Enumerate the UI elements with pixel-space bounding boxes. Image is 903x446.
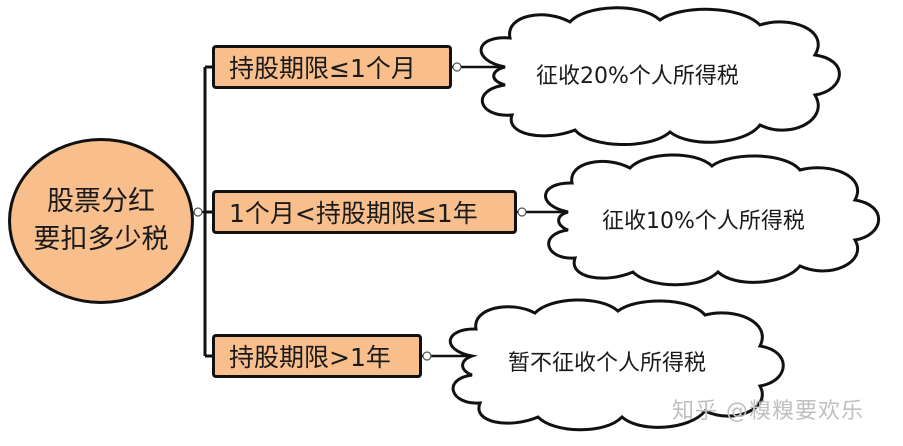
branch-label: 持股期限≤1个月 xyxy=(229,54,416,83)
branch-node-1: 持股期限≤1个月 xyxy=(212,45,452,89)
branch-label: 1个月<持股期限≤1年 xyxy=(229,199,478,228)
root-title-line1: 股票分红 xyxy=(47,186,155,217)
cloud-shape-1 xyxy=(479,6,841,147)
root-connector-dot xyxy=(193,207,203,217)
cloud-result-3: 暂不征收个人所得税 xyxy=(508,351,707,376)
cloud-shape-2 xyxy=(544,153,881,287)
cloud-shape-3 xyxy=(448,298,785,432)
branch-node-2: 1个月<持股期限≤1年 xyxy=(212,190,517,234)
cloud-result-2: 征收10%个人所得税 xyxy=(602,209,805,234)
branch-label: 持股期限>1年 xyxy=(229,343,391,372)
branch-node-3: 持股期限>1年 xyxy=(212,334,422,378)
cloud-result-1: 征收20%个人所得税 xyxy=(536,64,739,89)
watermark: 知乎 @糗糗要欢乐 xyxy=(672,399,864,424)
root-title-line2: 要扣多少税 xyxy=(33,224,169,255)
root-node: 股票分红 要扣多少税 xyxy=(8,138,194,304)
